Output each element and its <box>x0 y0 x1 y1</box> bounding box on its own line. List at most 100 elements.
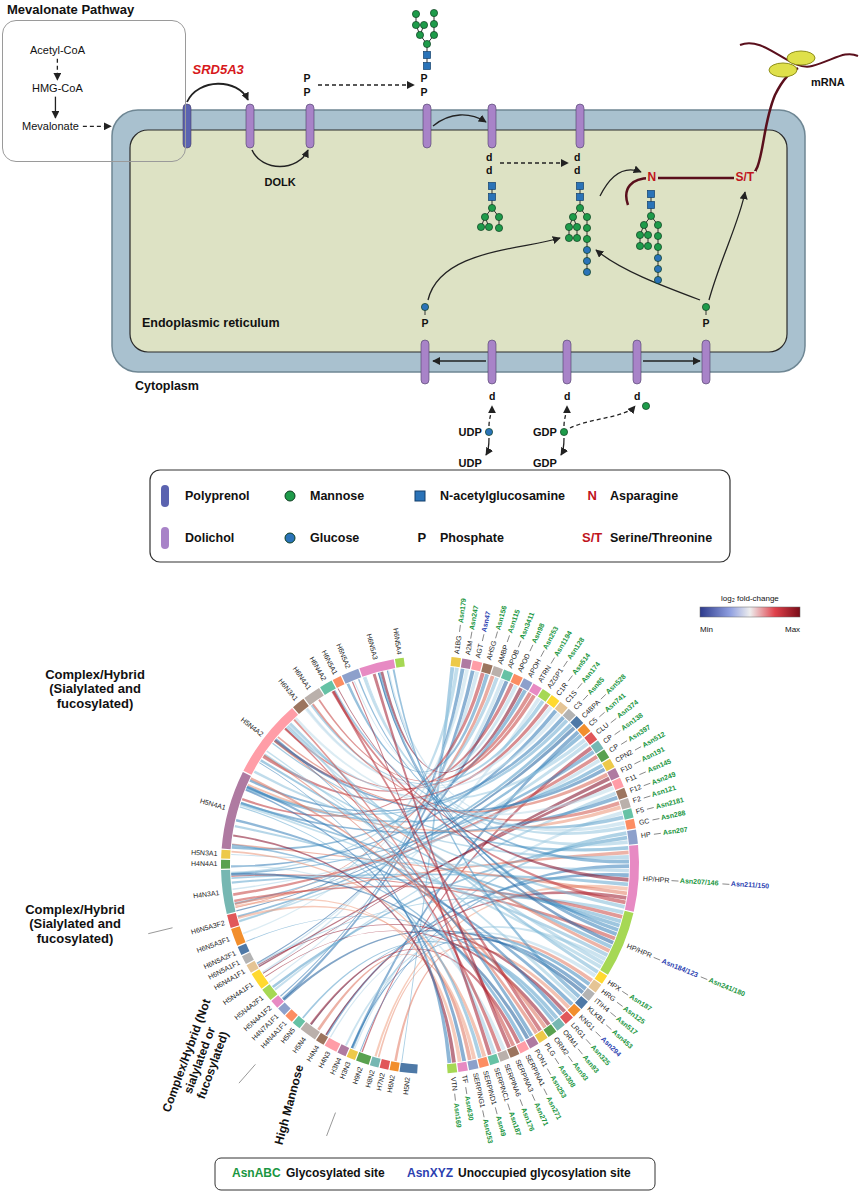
phosphate-label: P <box>421 72 428 84</box>
leader-line <box>647 807 654 809</box>
protein-arc <box>619 798 630 810</box>
leader-line <box>544 1089 547 1095</box>
chord-ribbon <box>238 906 476 1060</box>
leader-line <box>483 1110 484 1117</box>
protein-arc <box>612 778 624 790</box>
mannose-symbol <box>565 234 572 241</box>
glucose-symbol <box>654 265 661 272</box>
glycan-label: H5N4 <box>292 1035 309 1054</box>
glucose-symbol <box>583 268 590 275</box>
leader-line <box>578 683 582 688</box>
mannose-symbol <box>654 221 661 228</box>
glycosite-label: Asn247 <box>468 605 480 631</box>
legend-text: Unoccupied glycosylation site <box>458 1167 631 1181</box>
glycosite-label: Asn288 <box>661 809 687 822</box>
leader-line <box>530 645 533 651</box>
legend-text: Phosphate <box>440 531 504 545</box>
glycan-arc <box>380 1059 390 1070</box>
leader-line <box>621 741 627 745</box>
mannose-symbol <box>569 213 576 220</box>
glycan-arc <box>221 860 230 869</box>
glycan-arc <box>243 708 298 775</box>
glycosite-label: Asn630 <box>463 1095 475 1121</box>
glycosite-label: Asn176 <box>519 1106 535 1132</box>
node-text: HMG-CoA <box>32 82 83 95</box>
glycan-label: H6N4A1 <box>291 666 313 692</box>
protein-label: F12 <box>628 783 642 795</box>
mannose-symbol <box>702 303 709 310</box>
leader-line <box>555 1058 559 1064</box>
glycan-arc <box>356 1052 371 1065</box>
leader-line <box>596 1032 601 1037</box>
protein-arc <box>511 674 523 686</box>
glucose-symbol <box>583 246 590 253</box>
protein-arc <box>478 1057 489 1068</box>
glycosite-label: Asn528 <box>604 673 627 696</box>
mannose-symbol <box>495 213 502 220</box>
chord-ribbon <box>387 670 625 831</box>
glycosite-label: Asn179 <box>457 598 468 624</box>
protein-label: C4BPA <box>580 698 602 719</box>
chord-diagram <box>148 625 729 1136</box>
glycosite-label: Asn207 <box>662 826 688 837</box>
glycan-label: H8N2 <box>364 1069 377 1088</box>
glcnac-symbol <box>424 52 431 59</box>
node-text: Acetyl-CoA <box>30 44 85 57</box>
glycan-arc <box>221 850 230 859</box>
leader-line <box>701 977 707 980</box>
leader-line <box>606 1025 611 1030</box>
mannose-symbol <box>654 232 661 239</box>
legend-symbol <box>285 491 295 501</box>
chord-ribbon <box>358 679 629 864</box>
glcnac-symbol <box>648 191 655 198</box>
legend-text: Mannose <box>310 489 364 503</box>
phosphate-label: P <box>304 72 311 84</box>
phosphate-label: P <box>421 86 428 98</box>
nucleotide-label: GDP <box>533 457 557 470</box>
mannose-symbol <box>485 223 492 230</box>
leader-line <box>601 694 606 699</box>
enzyme-arrow <box>187 84 248 102</box>
colorbar <box>700 607 800 617</box>
mannose-symbol <box>412 21 419 28</box>
leader-line <box>551 658 555 664</box>
transfer-arrow <box>428 238 560 300</box>
chord-ribbon <box>266 751 577 1002</box>
transfer-arrow <box>318 84 414 85</box>
flip-arrow <box>433 360 486 361</box>
glycan-arc <box>222 772 251 849</box>
mannose-symbol <box>416 31 423 38</box>
protein-arc <box>457 1062 468 1072</box>
glycan-arc <box>227 913 239 928</box>
donor-arrow <box>561 438 564 455</box>
donor-arrow <box>564 406 567 426</box>
ribosome-subunit <box>769 63 797 77</box>
glycan-arc <box>390 1061 400 1071</box>
leader-line <box>644 783 651 785</box>
leader-line <box>568 1056 572 1062</box>
leader-line <box>532 1094 535 1100</box>
mannose-symbol <box>430 20 437 27</box>
leader-line <box>610 1012 615 1016</box>
mannose-symbol <box>573 223 580 230</box>
node-heading: Mevalonate Pathway <box>7 3 134 18</box>
leader-line <box>495 1107 497 1114</box>
protein-arc <box>501 670 513 682</box>
leader-line <box>471 632 472 639</box>
mannose-symbol <box>560 428 567 435</box>
molecule-label: mRNA <box>811 76 845 89</box>
glycan-label: H5N3A1 <box>191 849 218 858</box>
glycosite-label: Asn2181 <box>655 796 685 811</box>
glycan-label: H6N5A2 <box>335 643 353 671</box>
leader-line <box>466 1087 467 1094</box>
glycosite-label: Asn187 <box>507 1111 522 1137</box>
glycan-label: H9N2 <box>351 1065 364 1085</box>
colorbar-min: Min <box>700 625 713 634</box>
glcnac-symbol <box>577 183 584 190</box>
compartment-label: Cytoplasm <box>135 379 199 393</box>
glycosite-label: Asn184/123 <box>660 957 699 979</box>
chord-ribbon <box>235 898 461 1062</box>
glycan-label: H5N2 <box>402 1077 412 1096</box>
group-label: Complex/Hybrid (Sialylated and fucosylat… <box>34 668 156 713</box>
